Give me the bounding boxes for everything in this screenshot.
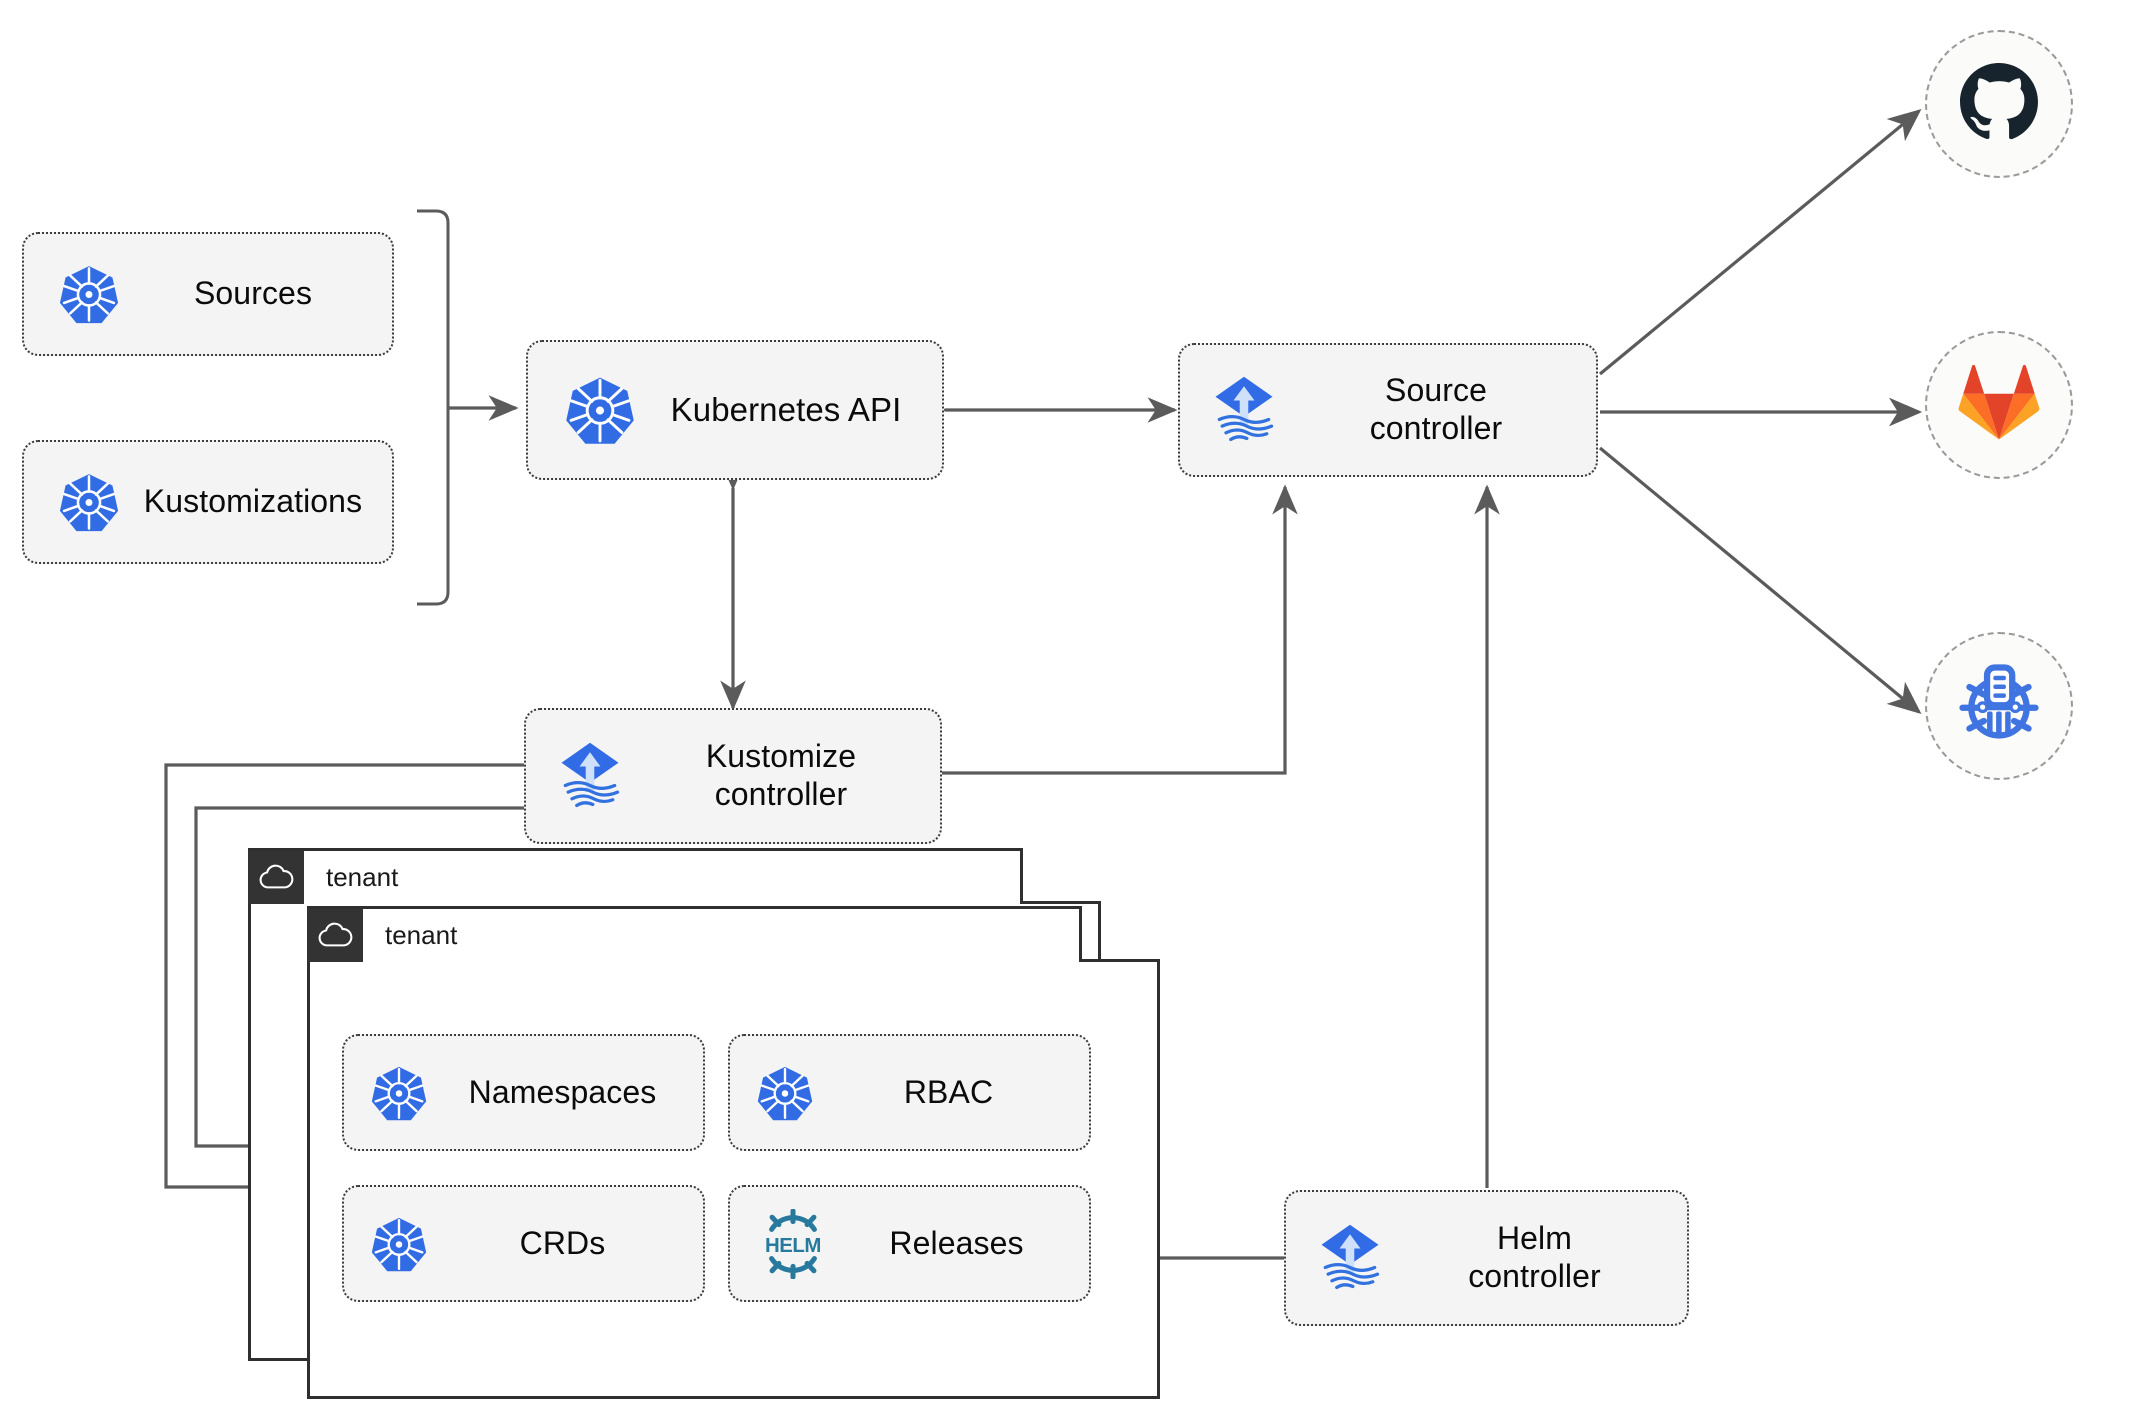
kubernetes-icon bbox=[370, 1215, 428, 1273]
tenant-tab[interactable]: tenant bbox=[248, 848, 1023, 904]
node-label: Kustomize controller bbox=[628, 738, 940, 814]
node-label: CRDs bbox=[519, 1224, 606, 1261]
flux-icon bbox=[1312, 1220, 1388, 1296]
node-label: Kustomizations bbox=[143, 483, 363, 520]
provider-github[interactable] bbox=[1925, 30, 2073, 178]
flux-icon bbox=[1206, 372, 1282, 448]
node-label: RBAC bbox=[903, 1073, 994, 1110]
edge-kustomize-source bbox=[941, 484, 1298, 775]
node-label: Source controller bbox=[1282, 372, 1596, 448]
provider-helm-repository[interactable] bbox=[1925, 632, 2073, 780]
gitlab-icon bbox=[1958, 364, 2040, 447]
edge-source-helmrepo bbox=[1598, 446, 1922, 715]
node-label: Helm controller bbox=[1388, 1220, 1687, 1296]
node-kustomizations[interactable]: Kustomizations bbox=[22, 440, 394, 564]
helm-icon: HELM bbox=[756, 1208, 830, 1279]
node-helm-controller[interactable]: Helm controller bbox=[1284, 1190, 1689, 1326]
node-label: Kubernetes API bbox=[670, 390, 902, 428]
edge-source-github bbox=[1598, 108, 1922, 376]
node-sources[interactable]: Sources bbox=[22, 232, 394, 356]
kubernetes-icon bbox=[756, 1064, 814, 1122]
kubernetes-icon bbox=[370, 1064, 428, 1122]
flux-icon bbox=[552, 738, 628, 814]
kubernetes-icon bbox=[564, 374, 636, 446]
tenant-container-front[interactable]: tenant bbox=[307, 906, 1160, 1399]
node-label-line1: Helm bbox=[1496, 1220, 1573, 1257]
kubernetes-icon bbox=[58, 263, 120, 325]
cloud-icon bbox=[248, 850, 304, 904]
cloud-icon bbox=[307, 908, 363, 962]
node-rbac[interactable]: RBAC bbox=[728, 1034, 1091, 1151]
node-label-line2: controller bbox=[1369, 410, 1503, 446]
node-crds[interactable]: CRDs bbox=[342, 1185, 705, 1302]
node-label: Namespaces bbox=[468, 1073, 657, 1110]
svg-text:HELM: HELM bbox=[765, 1234, 821, 1256]
github-icon bbox=[1956, 59, 2042, 150]
edge-brace bbox=[417, 209, 450, 606]
node-namespaces[interactable]: Namespaces bbox=[342, 1034, 705, 1151]
tenant-label: tenant bbox=[385, 920, 458, 950]
node-kustomize-controller[interactable]: Kustomize controller bbox=[524, 708, 942, 844]
node-label-line1: Kustomize bbox=[705, 738, 857, 775]
node-label-line2: controller bbox=[1468, 1258, 1601, 1294]
node-label-line2: controller bbox=[714, 776, 848, 812]
kubernetes-icon bbox=[58, 471, 120, 533]
node-label-line1: Source bbox=[1385, 372, 1487, 409]
node-releases[interactable]: HELM Releases bbox=[728, 1185, 1091, 1302]
tenant-label: tenant bbox=[326, 862, 399, 892]
node-source-controller[interactable]: Source controller bbox=[1178, 343, 1598, 477]
helm-repository-icon bbox=[1953, 660, 2045, 753]
provider-gitlab[interactable] bbox=[1925, 331, 2073, 479]
tenant-tab[interactable]: tenant bbox=[307, 906, 1082, 962]
node-kubernetes-api[interactable]: Kubernetes API bbox=[526, 340, 944, 480]
node-label: Sources bbox=[193, 275, 313, 312]
node-label: Releases bbox=[889, 1224, 1024, 1261]
